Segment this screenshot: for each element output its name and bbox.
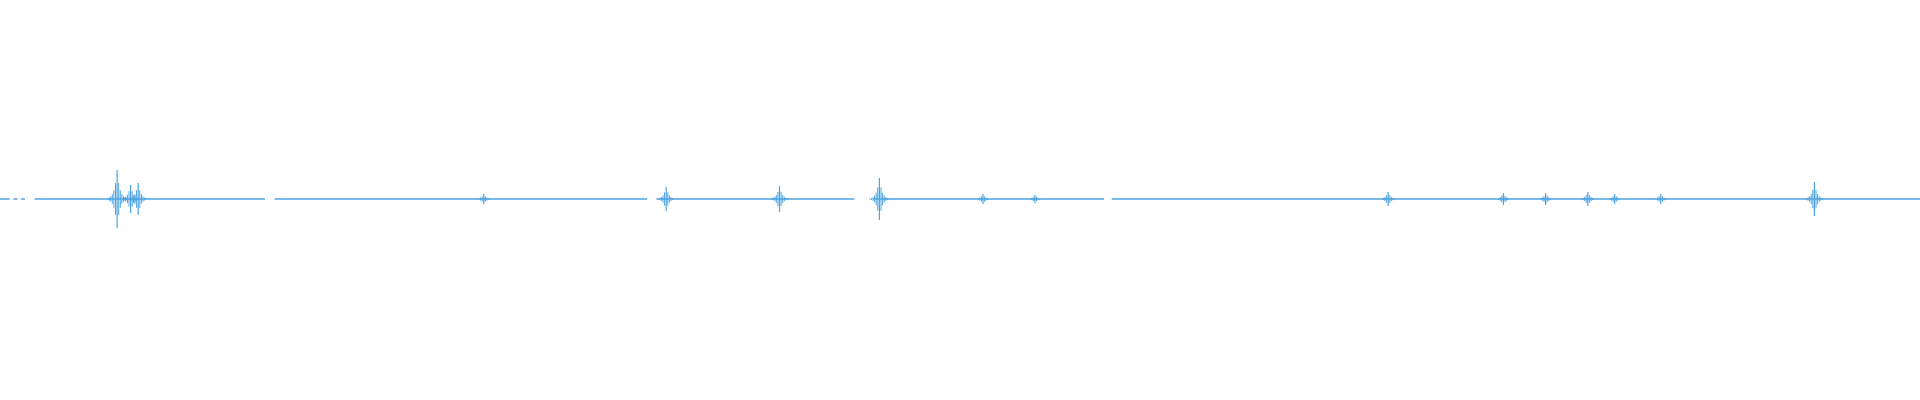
- waveform-peak: [1577, 192, 1598, 206]
- waveform-peak: [972, 194, 994, 204]
- waveform-peak: [1493, 193, 1514, 205]
- waveform-peak: [1650, 194, 1671, 204]
- waveform-peak: [869, 178, 890, 220]
- waveform-peak: [473, 194, 494, 204]
- waveform-peak: [1804, 182, 1825, 216]
- waveform-peak: [656, 187, 677, 211]
- waveform-peak: [128, 183, 149, 215]
- waveform-peak: [1378, 192, 1399, 206]
- waveform-peak: [769, 186, 790, 212]
- waveform-peak: [1024, 195, 1045, 203]
- waveform-peak: [1604, 194, 1625, 204]
- waveform-peaks: [107, 170, 1825, 228]
- waveform-peak: [107, 170, 128, 228]
- waveform-peak: [1535, 193, 1556, 205]
